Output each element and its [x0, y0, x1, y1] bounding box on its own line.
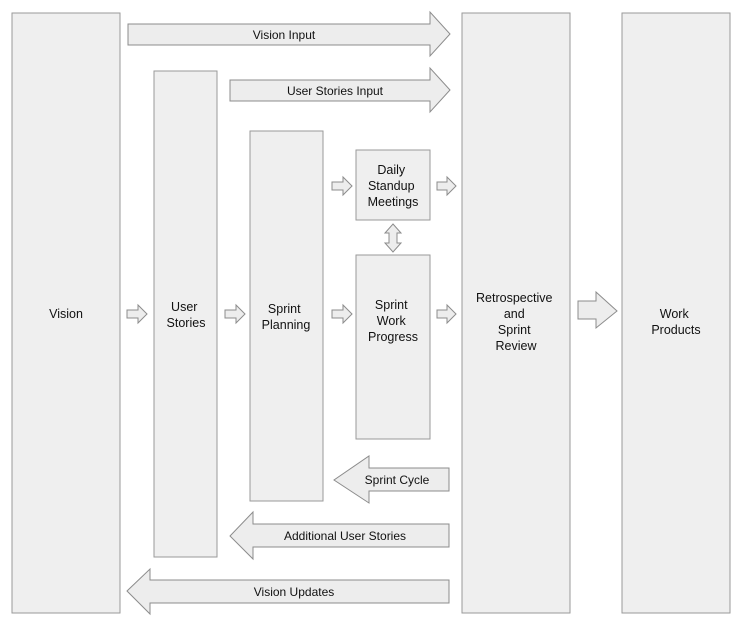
sprint-work-label: Sprint Work Progress [368, 298, 418, 344]
vision-label: Vision [49, 307, 83, 321]
additional-user-stories-arrow [229, 510, 450, 561]
work-products-box [621, 12, 731, 614]
retrospective-to-products-arrow [577, 290, 618, 330]
planning-to-standup-arrow [331, 175, 353, 197]
sprint-planning-box [249, 130, 324, 502]
vision-input-label: Vision Input [253, 28, 316, 42]
retrospective-box [461, 12, 571, 614]
daily-standup-box [355, 149, 431, 221]
daily-standup-label: Daily Standup Meetings [368, 163, 419, 209]
retrospective-label: Retrospective and Sprint Review [476, 291, 556, 353]
vision-box [11, 12, 121, 614]
sprint-cycle-label: Sprint Cycle [365, 473, 430, 487]
standup-to-retrospective-arrow [436, 175, 457, 197]
vision-input-arrow [127, 10, 451, 58]
sprint-cycle-arrow [333, 455, 450, 504]
planning-to-work-arrow [331, 303, 353, 325]
vision-to-user-stories-arrow [126, 303, 148, 325]
user-stories-input-arrow [229, 66, 451, 114]
standup-work-sync-arrow [383, 223, 403, 253]
work-products-label: Work Products [651, 307, 700, 337]
user-stories-box [153, 70, 218, 558]
additional-user-stories-label: Additional User Stories [284, 529, 406, 543]
sprint-planning-label: Sprint Planning [262, 302, 311, 332]
work-to-retrospective-arrow [436, 303, 457, 325]
user-stories-input-label: User Stories Input [287, 84, 384, 98]
user-stories-label: User Stories [167, 300, 206, 330]
vision-updates-arrow [126, 567, 450, 616]
user-stories-to-planning-arrow [224, 303, 246, 325]
vision-updates-label: Vision Updates [254, 585, 335, 599]
sprint-work-box [355, 254, 431, 440]
